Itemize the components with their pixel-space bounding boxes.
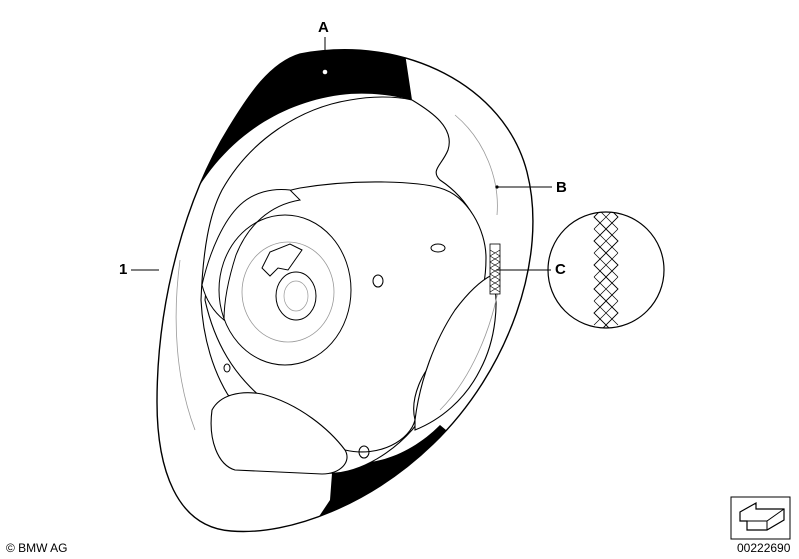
airbag-inner-ring	[241, 241, 335, 343]
screw-hole-2	[372, 274, 384, 288]
airbag-center-boss	[275, 271, 317, 321]
arrow-icon	[739, 501, 785, 531]
stitching-detail-pattern	[593, 212, 619, 328]
airbag-boss-detail	[283, 280, 309, 312]
callout-b: B	[556, 179, 567, 196]
stitching-patch-pattern	[489, 249, 501, 293]
screw-hole-1	[430, 243, 446, 253]
callout-a: A	[318, 19, 329, 36]
stitching-patch	[489, 243, 501, 295]
horn-symbol-detail	[261, 243, 303, 277]
callout-part-1: 1	[119, 261, 128, 278]
leader-dot-b	[495, 185, 499, 189]
spoke-bottom	[210, 392, 348, 475]
arrow-icon-shading	[747, 508, 785, 530]
rim-contour-line-2	[439, 279, 501, 411]
callout-c: C	[555, 261, 566, 278]
image-number: 00222690	[737, 541, 791, 555]
rim-contour-line-3	[175, 259, 196, 431]
rim-contour-line	[454, 114, 498, 216]
screw-hole-3	[358, 445, 370, 459]
airbag-cover	[218, 214, 352, 366]
copyright-text: © BMW AG	[6, 541, 68, 555]
leader-dot-a	[322, 69, 328, 75]
screw-hole-4	[223, 363, 231, 373]
